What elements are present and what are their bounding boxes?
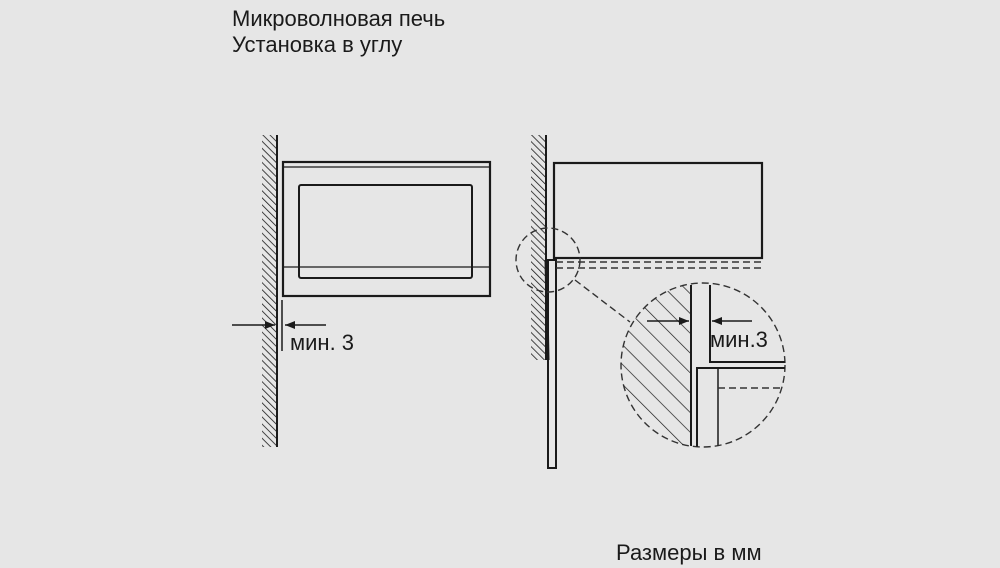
title-line-1: Микроволновая печь [232,6,446,31]
title-line-2: Установка в углу [232,32,403,57]
cabinet-panel [547,259,557,469]
front-dimension-label: мин. 3 [290,330,354,355]
units-note: Размеры в мм [616,540,762,565]
side-dimension-label: мин.3 [710,327,768,352]
microwave-front [281,160,492,298]
hidden-lines [515,227,786,448]
front-view: мин. 3 [232,135,492,447]
side-view: мин.3 [515,135,786,469]
wall-hatch [531,135,546,360]
microwave-side [552,161,764,260]
detail-circle-small [515,227,581,293]
dimension-min-3 [232,300,326,351]
door-window [298,184,473,279]
wall-hatch [262,135,277,447]
